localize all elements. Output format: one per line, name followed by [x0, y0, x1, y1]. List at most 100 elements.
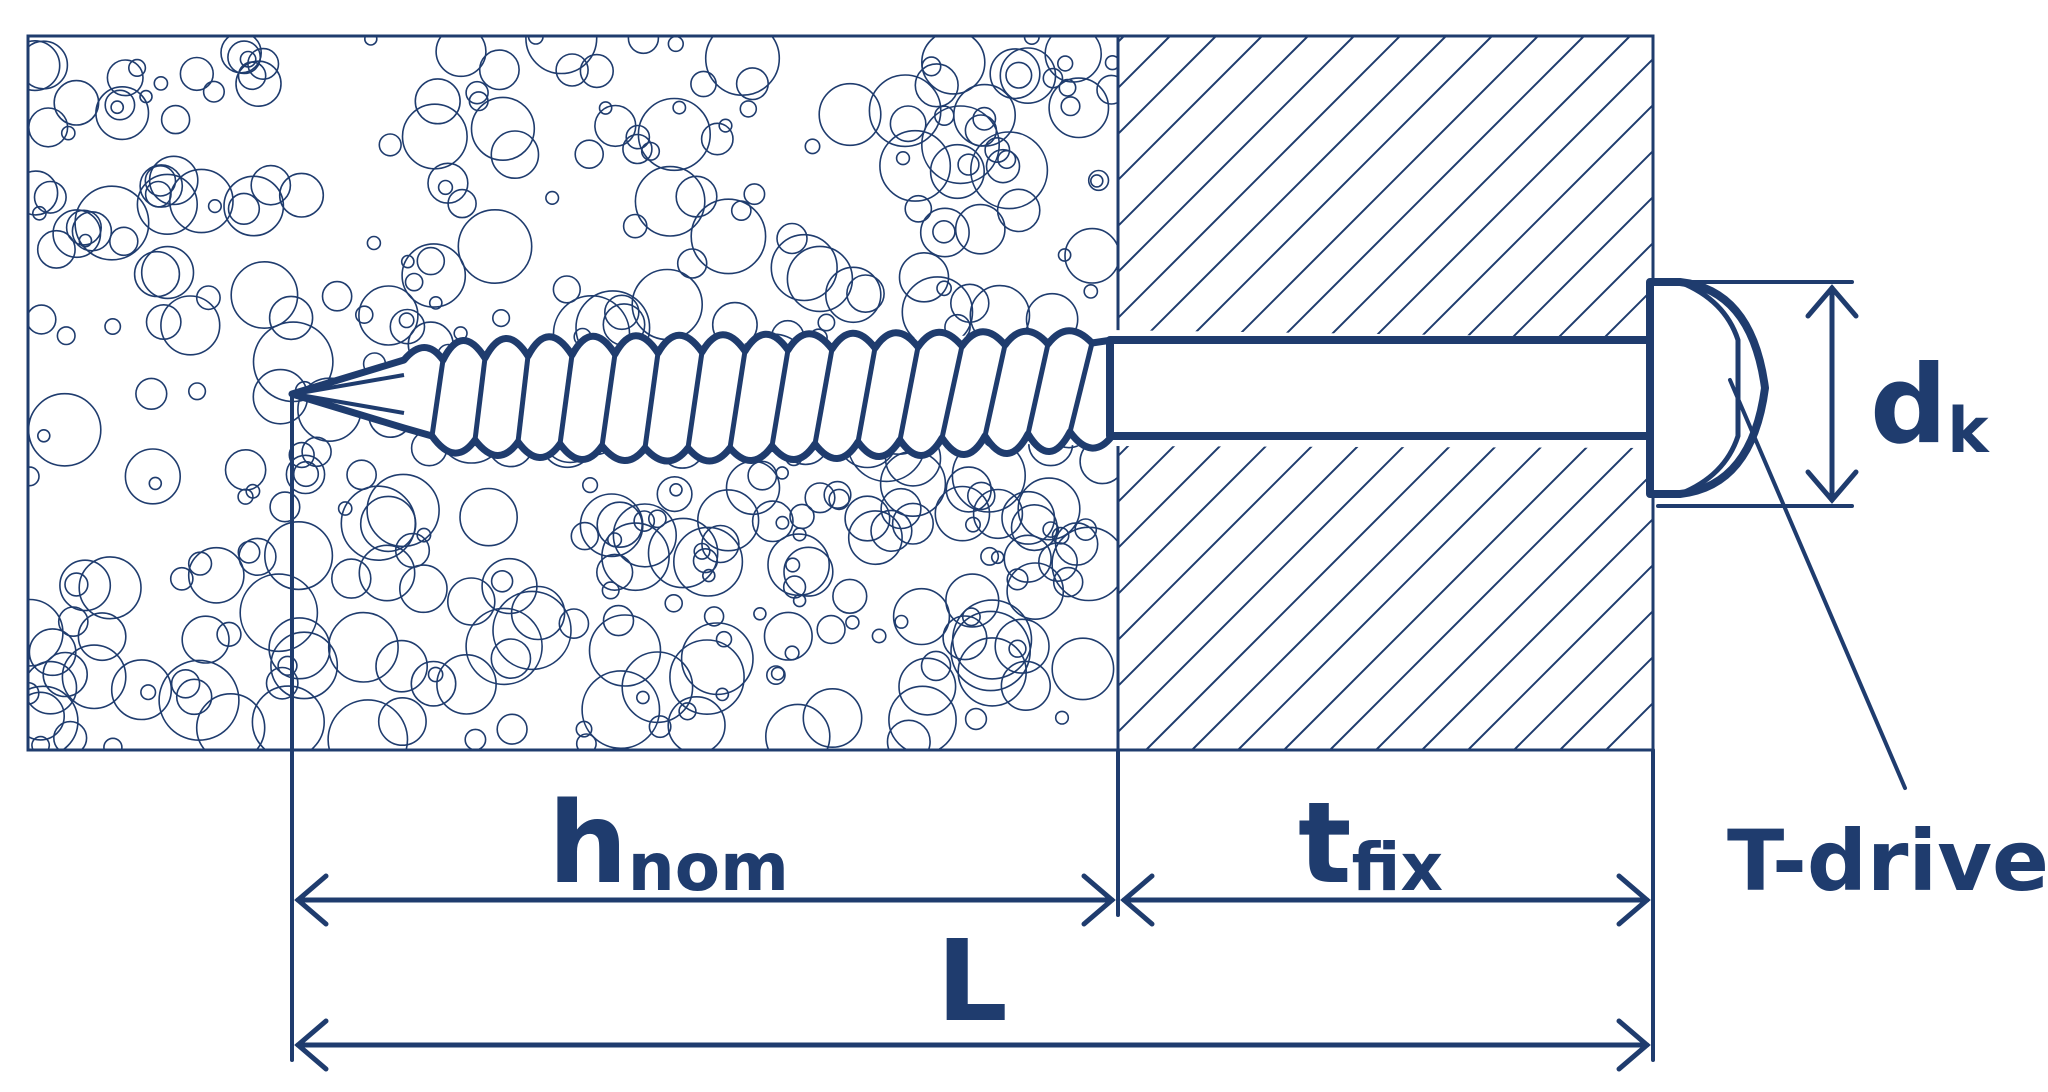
pore-bubble [288, 441, 315, 469]
pore-bubble [74, 185, 150, 261]
hatch-line [1118, 36, 1401, 320]
pore-bubble [725, 460, 781, 516]
pore-bubble [106, 59, 144, 97]
pore-bubble [1042, 67, 1064, 89]
pore-bubble [375, 639, 429, 693]
pore-bubble [818, 82, 882, 147]
pore-bubble [656, 476, 693, 513]
pore-bubble [989, 48, 1041, 100]
pore-bubble [972, 106, 997, 131]
pore-bubble [785, 557, 801, 573]
pore-bubble [110, 100, 125, 115]
pore-bubble [690, 70, 717, 98]
pore-bubble [957, 637, 1028, 707]
pore-bubble [595, 553, 634, 591]
pore-bubble [558, 608, 590, 640]
t-fix-dimension-line [1120, 873, 1651, 927]
pore-bubble [1054, 710, 1070, 725]
pore-bubble [78, 556, 142, 620]
pore-bubble [776, 222, 808, 255]
pore-bubble [700, 122, 734, 156]
pore-bubble [65, 209, 103, 246]
pore-bubble [919, 207, 970, 258]
pore-bubble [195, 285, 221, 311]
total-length-label: L [936, 917, 1007, 1047]
pore-bubble [1006, 562, 1065, 621]
pore-bubble [690, 198, 767, 275]
pore-bubble [739, 100, 758, 118]
pore-bubble [921, 36, 986, 95]
pore-bubble [195, 693, 266, 750]
pore-bubble [410, 660, 457, 707]
pore-bubble [1052, 566, 1084, 598]
pore-bubble [703, 606, 725, 627]
pore-bubble [496, 713, 528, 745]
pore-bubble [457, 209, 533, 285]
pore-bubble [696, 489, 760, 552]
pore-bubble [920, 105, 1000, 185]
pore-bubble [285, 454, 326, 495]
pore-bubble [28, 660, 78, 715]
pore-bubble [555, 53, 589, 87]
pore-bubble [920, 650, 952, 682]
pore-bubble [871, 628, 887, 644]
pore-bubble [144, 164, 177, 197]
hatch-line [1421, 517, 1653, 750]
pore-bubble [753, 606, 767, 621]
pore-bubble [264, 520, 334, 591]
pore-bubble [898, 251, 950, 303]
pore-bubble [545, 190, 560, 205]
pore-bubble [227, 192, 261, 226]
pore-bubble [594, 104, 637, 148]
pore-bubble [891, 502, 935, 545]
pore-bubble [435, 36, 487, 78]
pore-bubble [459, 487, 519, 547]
t-fix-label: tfix [1298, 779, 1443, 909]
pore-bubble [78, 233, 93, 248]
pore-bubble [251, 685, 325, 750]
pore-bubble [95, 86, 150, 141]
pore-bubble [470, 96, 536, 162]
head-diameter-dimension [1656, 280, 1854, 508]
pore-bubble [633, 510, 656, 532]
pore-bubble [158, 659, 240, 741]
pore-bubble [823, 480, 852, 510]
screw-tip-groove [299, 373, 405, 415]
pore-bubble [570, 521, 600, 551]
pore-bubble [481, 557, 538, 615]
pore-bubble [145, 303, 182, 340]
pore-bubble [28, 691, 65, 741]
pore-bubble [110, 659, 173, 721]
pore-bubble [169, 566, 194, 591]
pore-bubble [427, 162, 469, 204]
pore-bubble [602, 604, 635, 637]
pore-bubble [964, 516, 981, 533]
pore-bubble [832, 578, 868, 614]
pore-bubble [964, 707, 988, 731]
pore-bubble [932, 220, 956, 244]
pore-bubble [398, 564, 448, 614]
hatch-line [1118, 36, 1447, 366]
pore-bubble [606, 532, 623, 548]
pore-bubble [401, 243, 467, 308]
pore-bubble [207, 199, 222, 214]
pore-bubble [377, 696, 427, 746]
pore-bubble [239, 573, 319, 653]
pore-bubble [179, 56, 215, 92]
pore-bubble [598, 101, 613, 115]
pore-bubble [627, 36, 660, 55]
pore-bubble [966, 481, 996, 511]
hatch-line [1467, 563, 1653, 750]
pore-bubble [669, 639, 745, 715]
total-length-dimension-line [294, 1018, 1651, 1072]
pore-bubble [1064, 227, 1118, 284]
pore-bubble [28, 466, 40, 487]
pore-bubble [389, 308, 426, 345]
pore-bubble [1057, 248, 1072, 262]
pore-bubble [969, 131, 1049, 210]
pore-bubble [575, 733, 597, 750]
pore-bubble [743, 183, 766, 206]
pore-bubble [601, 522, 670, 592]
pore-bubble [804, 482, 836, 514]
pore-bubble [994, 618, 1050, 674]
